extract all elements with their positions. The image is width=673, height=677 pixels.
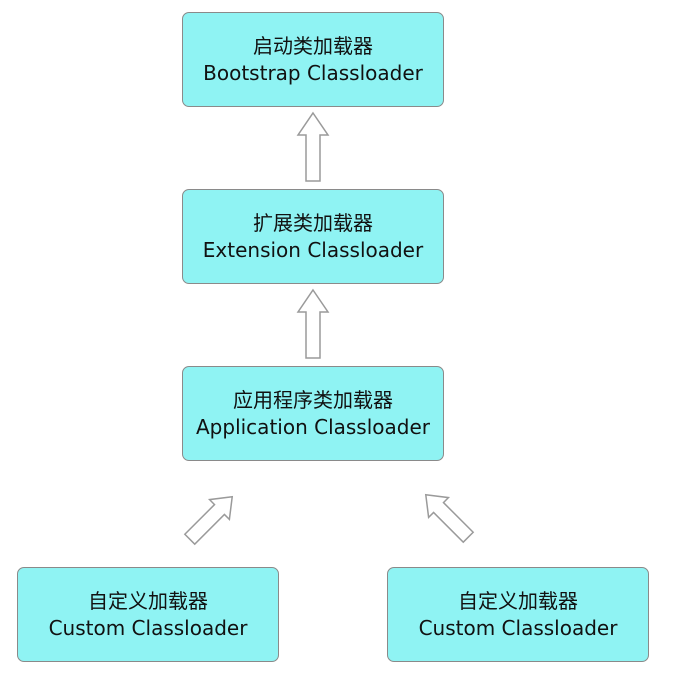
arrow-custom-right-to-application	[424, 493, 475, 544]
arrow-extension-to-bootstrap	[296, 111, 330, 182]
node-title-zh: 启动类加载器	[253, 33, 373, 58]
node-title-zh: 自定义加载器	[88, 588, 208, 613]
node-custom-classloader-left: 自定义加载器 Custom Classloader	[17, 567, 279, 662]
node-bootstrap-classloader: 启动类加载器 Bootstrap Classloader	[182, 12, 444, 107]
arrow-custom-left-to-application	[183, 495, 234, 546]
node-application-classloader: 应用程序类加载器 Application Classloader	[182, 366, 444, 461]
node-title-en: Application Classloader	[196, 414, 430, 439]
node-custom-classloader-right: 自定义加载器 Custom Classloader	[387, 567, 649, 662]
arrow-application-to-extension	[296, 288, 330, 359]
node-title-zh: 应用程序类加载器	[233, 387, 393, 412]
node-title-zh: 扩展类加载器	[253, 210, 373, 235]
node-extension-classloader: 扩展类加载器 Extension Classloader	[182, 189, 444, 284]
node-title-en: Custom Classloader	[48, 615, 248, 640]
node-title-en: Bootstrap Classloader	[203, 60, 423, 85]
node-title-en: Extension Classloader	[202, 237, 424, 262]
node-title-zh: 自定义加载器	[458, 588, 578, 613]
node-title-en: Custom Classloader	[418, 615, 618, 640]
